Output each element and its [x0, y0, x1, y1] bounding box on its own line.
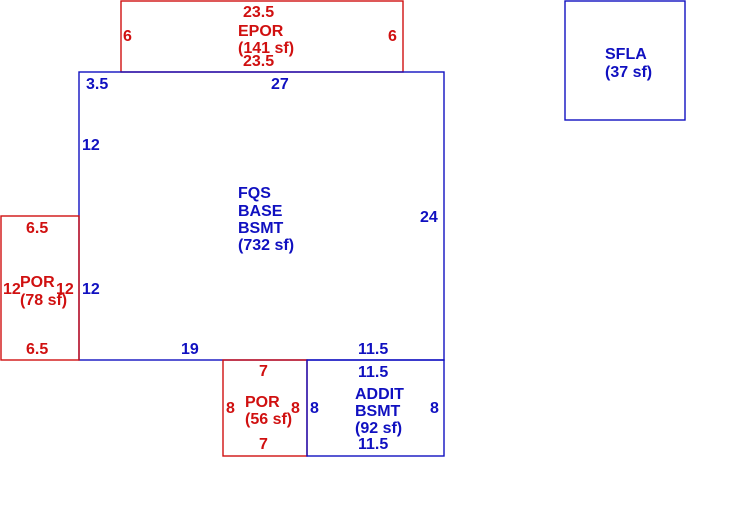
por-bottom-dim-top: 7 [259, 363, 268, 380]
addit-area-value: (92 sf) [355, 420, 402, 437]
addit-dim-right: 8 [430, 400, 439, 417]
por-left-area: 6.5 6.5 12 12 POR (78 sf) [0, 215, 80, 361]
addit-dim-top: 11.5 [358, 364, 388, 381]
por-bottom-dim-right: 8 [291, 400, 300, 417]
addit-label-line2: BSMT [355, 403, 401, 420]
base-label-line1: FQS [238, 185, 271, 202]
sfla-outline [564, 0, 686, 121]
sfla-area-value: (37 sf) [605, 64, 652, 81]
addit-area: 11.5 11.5 8 8 ADDIT BSMT (92 sf) [306, 359, 445, 457]
base-dim-bottom-left: 19 [181, 341, 199, 358]
base-label-line3: BSMT [238, 220, 284, 237]
epor-area: 23.5 EPOR (141 sf) 23.5 6 6 [120, 0, 404, 73]
addit-dim-left: 8 [310, 400, 319, 417]
por-bottom-label: POR [245, 394, 280, 411]
epor-dim-right: 6 [388, 28, 397, 45]
base-dim-top: 27 [271, 76, 289, 93]
por-bottom-dim-bottom: 7 [259, 436, 268, 453]
addit-label-line1: ADDIT [355, 386, 404, 403]
epor-area-value: (141 sf) [238, 40, 294, 57]
por-left-dim-top: 6.5 [26, 220, 48, 237]
base-dim-left-upper: 12 [82, 137, 100, 154]
base-area: 3.5 27 12 12 24 19 11.5 FQS BASE BSMT (7… [78, 71, 445, 361]
por-left-dim-left: 12 [3, 281, 21, 298]
epor-dim-top: 23.5 [243, 4, 274, 21]
base-area-value: (732 sf) [238, 237, 294, 254]
epor-label: EPOR [238, 23, 284, 40]
por-left-label: POR [20, 274, 55, 291]
por-bottom-area-value: (56 sf) [245, 411, 292, 428]
addit-dim-bottom: 11.5 [358, 436, 388, 453]
base-label-line2: BASE [238, 203, 283, 220]
base-dim-bottom-right: 11.5 [358, 341, 388, 358]
por-left-dim-right: 12 [56, 281, 74, 298]
addit-outline [306, 359, 445, 457]
base-dim-left-lower: 12 [82, 281, 100, 298]
epor-dim-bottom: 23.5 [243, 53, 274, 70]
por-bottom-area: 7 7 8 8 POR (56 sf) [222, 359, 308, 457]
sfla-area: SFLA (37 sf) [564, 0, 686, 121]
epor-dim-left: 6 [123, 28, 132, 45]
base-dim-right: 24 [420, 209, 438, 226]
por-bottom-dim-left: 8 [226, 400, 235, 417]
base-dim-top-left: 3.5 [86, 76, 108, 93]
por-left-outline [0, 215, 80, 361]
por-left-area-value: (78 sf) [20, 292, 67, 309]
sfla-label: SFLA [605, 46, 647, 63]
por-left-dim-bottom: 6.5 [26, 341, 48, 358]
